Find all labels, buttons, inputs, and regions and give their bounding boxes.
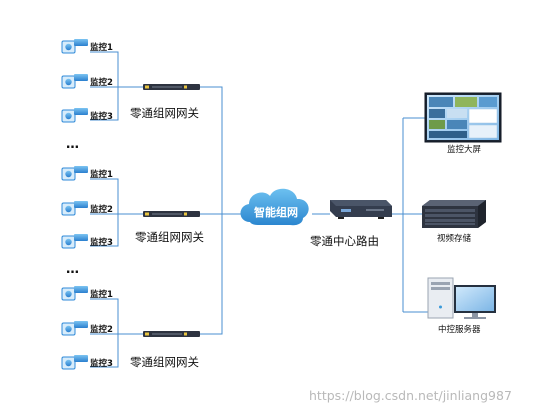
camera-label: 监控1 xyxy=(90,169,113,180)
camera-icon xyxy=(61,166,88,181)
gateway-3: 零通组网网关 xyxy=(130,331,200,369)
router-label: 零通中心路由 xyxy=(310,234,379,248)
camera-icon xyxy=(61,321,88,336)
camera-icon xyxy=(61,108,88,123)
camera-1-2: 监控2 xyxy=(61,74,113,89)
ellipsis-1: … xyxy=(66,137,81,152)
wire-cam3-gw1 xyxy=(90,86,143,121)
camera-label: 监控3 xyxy=(90,111,113,122)
camera-group-2: 监控1 监控2 监控3 零通组网网关 xyxy=(61,166,204,249)
gateway-label: 零通组网网关 xyxy=(135,230,204,244)
camera-icon xyxy=(61,74,88,89)
camera-group-1: 监控1 监控2 监控3 零通组网网关 xyxy=(61,39,200,123)
server-label: 中控服务器 xyxy=(438,324,481,335)
camera-1-1: 监控1 xyxy=(61,39,113,54)
camera-label: 监控2 xyxy=(90,324,113,335)
server-pc-icon xyxy=(427,277,496,319)
cloud-network: 智能组网 xyxy=(240,188,309,226)
storage-icon xyxy=(422,200,486,228)
camera-2-1: 监控1 xyxy=(61,166,113,181)
wire-gateway-trunk xyxy=(200,86,223,335)
camera-group-3: 监控1 监控2 监控3 零通组网网关 xyxy=(61,286,200,370)
camera-label: 监控1 xyxy=(90,42,113,53)
camera-icon xyxy=(61,286,88,301)
control-server: 中控服务器 xyxy=(427,277,496,335)
camera-icon xyxy=(61,234,88,249)
camera-3-3: 监控3 xyxy=(61,355,113,370)
gateway-icon xyxy=(143,211,200,217)
camera-label: 监控3 xyxy=(90,237,113,248)
monitor-wall-icon xyxy=(424,92,502,143)
camera-2-3: 监控3 xyxy=(61,234,113,249)
gateway-label: 零通组网网关 xyxy=(130,106,199,120)
cloud-icon xyxy=(240,188,309,226)
camera-3-2: 监控2 xyxy=(61,321,113,336)
camera-3-1: 监控1 xyxy=(61,286,113,301)
monitor-wall-label: 监控大屏 xyxy=(447,144,482,155)
gateway-2: 零通组网网关 xyxy=(135,211,204,244)
gateway-1: 零通组网网关 xyxy=(130,84,200,120)
camera-label: 监控1 xyxy=(90,289,113,300)
storage-label: 视频存储 xyxy=(437,233,472,244)
monitor-wall: 监控大屏 xyxy=(424,92,502,155)
camera-2-2: 监控2 xyxy=(61,201,113,216)
camera-icon xyxy=(61,39,88,54)
gateway-label: 零通组网网关 xyxy=(130,355,199,369)
camera-label: 监控2 xyxy=(90,204,113,215)
watermark-text: https://blog.csdn.net/jinliang987 xyxy=(309,388,512,403)
wire-cam3-gw2 xyxy=(90,213,143,247)
camera-label: 监控3 xyxy=(90,358,113,369)
video-storage: 视频存储 xyxy=(422,200,486,244)
camera-icon xyxy=(61,355,88,370)
gateway-icon xyxy=(143,84,200,90)
router-icon xyxy=(330,200,392,219)
center-router: 零通中心路由 xyxy=(310,200,392,248)
ellipsis-2: … xyxy=(66,262,81,277)
wire-cam3-gw3 xyxy=(90,333,143,368)
cloud-label: 智能组网 xyxy=(254,205,298,219)
camera-icon xyxy=(61,201,88,216)
gateway-icon xyxy=(143,331,200,337)
camera-1-3: 监控3 xyxy=(61,108,113,123)
camera-label: 监控2 xyxy=(90,77,113,88)
